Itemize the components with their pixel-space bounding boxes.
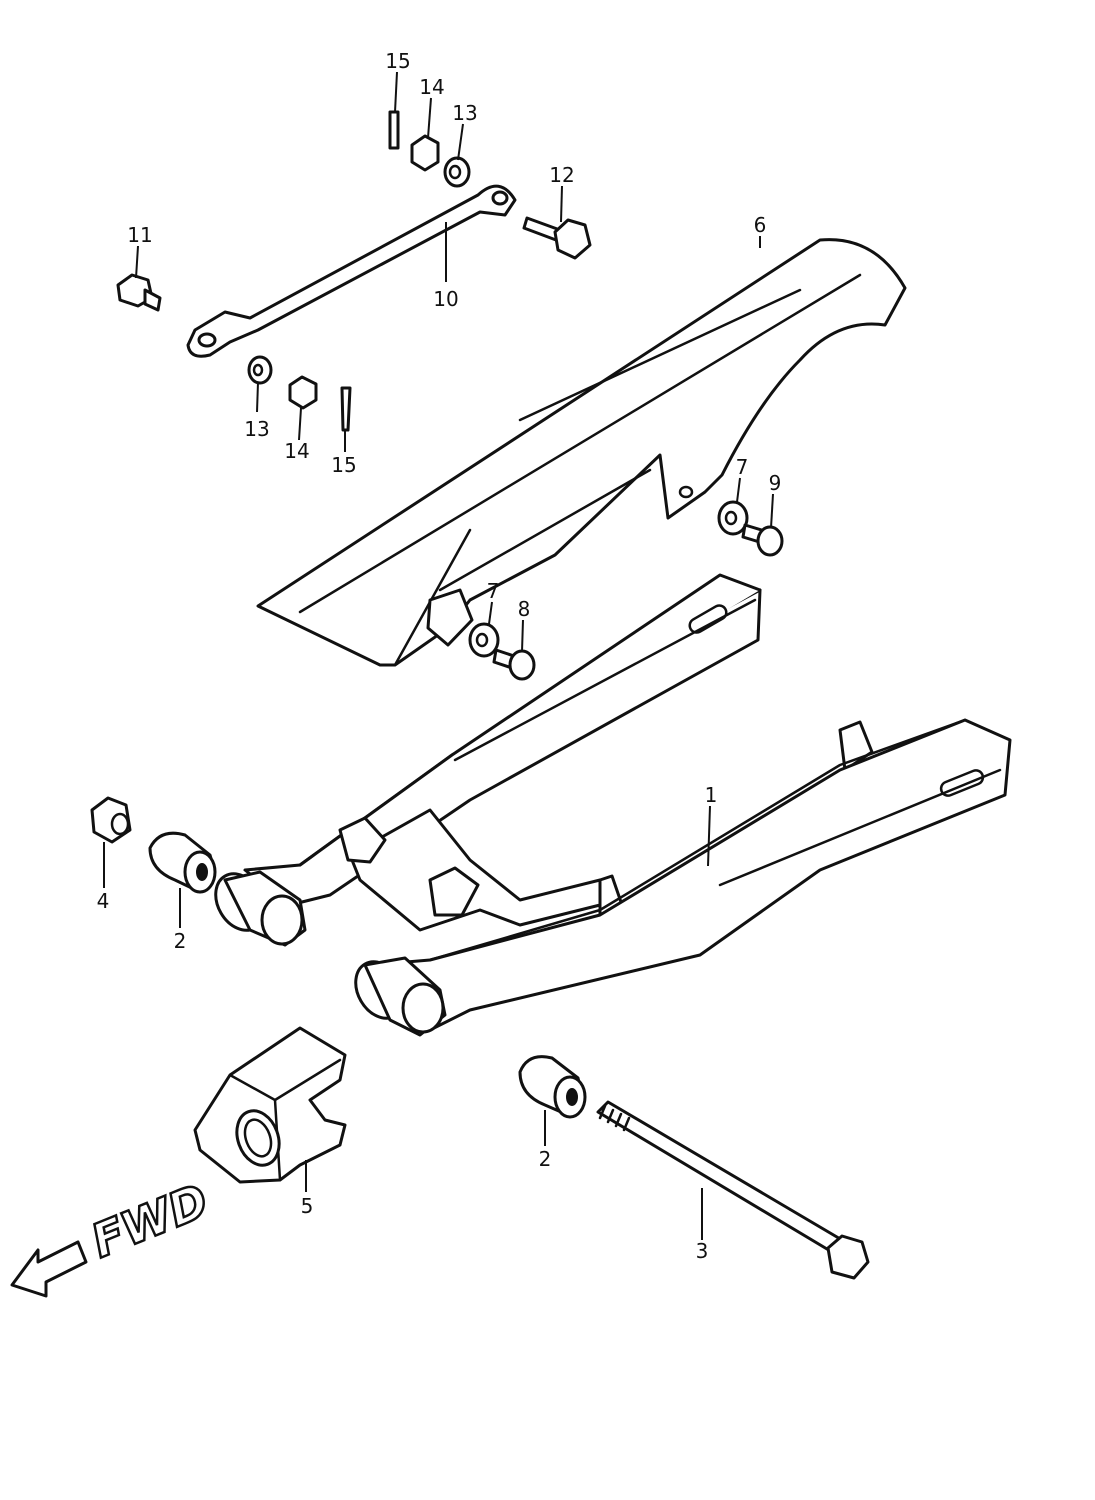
callout-7-lower: 7 — [487, 579, 500, 603]
washer-13-bottom — [247, 355, 273, 385]
callout-14-top: 14 — [419, 75, 444, 99]
chain-case-bracket — [186, 184, 517, 358]
callout-3: 3 — [696, 1239, 709, 1263]
callout-8: 8 — [518, 597, 531, 621]
bushing-2-upper — [148, 831, 217, 894]
callout-10: 10 — [433, 287, 458, 311]
leader-lines — [103, 71, 774, 1240]
cotter-pin-15-top — [388, 110, 400, 150]
forward-label: FWD — [84, 1173, 216, 1268]
bolt-8 — [492, 648, 536, 681]
nut-14-bottom — [288, 375, 318, 410]
callout-labels: 15 14 13 12 11 10 6 13 14 15 7 9 7 8 1 4… — [97, 49, 782, 1263]
callout-14-bottom: 14 — [284, 439, 309, 463]
callout-6: 6 — [754, 213, 767, 237]
bushing-2-lower — [518, 1055, 587, 1119]
washer-13-top — [443, 156, 471, 188]
forward-direction-indicator: FWD — [10, 1172, 217, 1298]
washer-7-upper — [717, 500, 749, 536]
callout-15-top: 15 — [385, 49, 410, 73]
callout-7-upper: 7 — [736, 455, 749, 479]
cotter-pin-15-bottom — [340, 386, 352, 432]
chain-buffer-5 — [193, 1026, 347, 1184]
forward-arrow-icon — [10, 1240, 88, 1298]
callout-5: 5 — [301, 1194, 314, 1218]
nut-14-top — [410, 134, 440, 172]
chain-case — [256, 238, 907, 667]
bolt-11 — [116, 273, 162, 312]
callout-13-top: 13 — [452, 101, 477, 125]
callout-13-bottom: 13 — [244, 417, 269, 441]
callout-2-upper: 2 — [174, 929, 187, 953]
bolt-12 — [522, 216, 592, 260]
pivot-shaft-3 — [596, 1100, 870, 1280]
washer-7-lower — [468, 622, 500, 658]
swing-arm — [214, 573, 1012, 1037]
bolt-9 — [741, 523, 784, 557]
callout-4: 4 — [97, 889, 110, 913]
callout-15-bottom: 15 — [331, 453, 356, 477]
callout-12: 12 — [549, 163, 574, 187]
callout-9: 9 — [769, 471, 782, 495]
callout-1: 1 — [705, 783, 718, 807]
callout-11: 11 — [127, 223, 152, 247]
callout-2-lower: 2 — [539, 1147, 552, 1171]
nut-4 — [90, 796, 132, 844]
